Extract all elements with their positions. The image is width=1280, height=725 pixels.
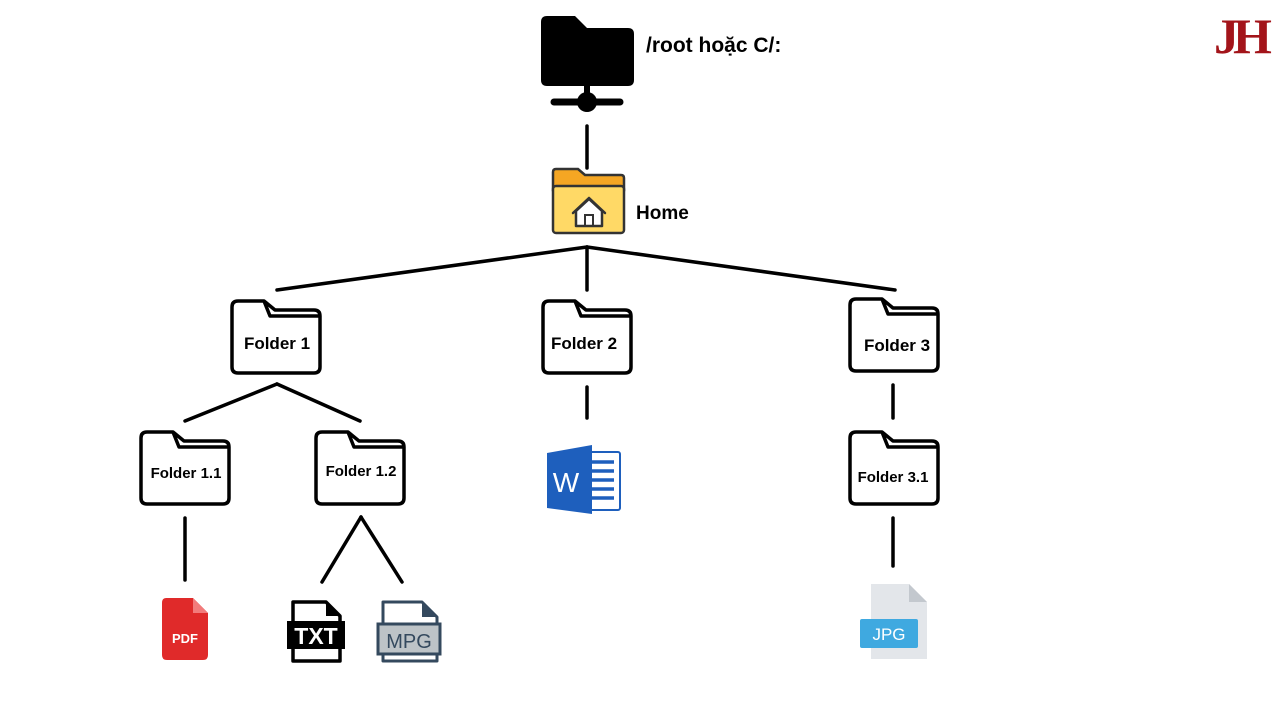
folder1-icon <box>230 299 322 375</box>
folder3-icon <box>848 297 940 373</box>
home-label: Home <box>636 203 689 224</box>
folder31-icon <box>848 430 940 506</box>
folder12-icon <box>314 430 406 506</box>
connector-home-folder1 <box>275 245 589 292</box>
txt-label: TXT <box>294 623 337 649</box>
connector-folder12-txt <box>320 515 363 584</box>
folder11-icon <box>139 430 231 506</box>
connector-folder12-mpg <box>359 515 404 584</box>
connector-folder1-folder11 <box>183 382 279 423</box>
folder31-label: Folder 3.1 <box>858 469 929 486</box>
connector-lines <box>183 124 897 584</box>
folder1-label: Folder 1 <box>244 334 310 353</box>
folder11-label: Folder 1.1 <box>151 465 222 482</box>
jh-logo: JH <box>1214 8 1272 64</box>
folder2-label: Folder 2 <box>551 334 617 353</box>
connector-folder1-folder12 <box>275 382 362 423</box>
mpg-label: MPG <box>386 631 432 653</box>
home-folder-icon <box>551 167 626 235</box>
folder3-label: Folder 3 <box>864 336 930 355</box>
jpg-file-icon: JPG <box>860 584 927 659</box>
word-label: W <box>553 467 580 498</box>
jpg-label: JPG <box>872 625 905 644</box>
connector-home-folder3 <box>585 245 897 292</box>
mpg-file-icon: MPG <box>376 600 442 663</box>
pdf-label: PDF <box>172 631 198 646</box>
root-label: /root hoặc C/: <box>646 34 781 57</box>
pdf-file-icon: PDF <box>162 598 208 660</box>
txt-file-icon: TXT <box>287 600 345 663</box>
folder2-icon <box>541 299 633 375</box>
word-document-icon: W <box>547 445 621 514</box>
folder12-label: Folder 1.2 <box>326 463 397 480</box>
network-folder-icon <box>541 16 634 112</box>
